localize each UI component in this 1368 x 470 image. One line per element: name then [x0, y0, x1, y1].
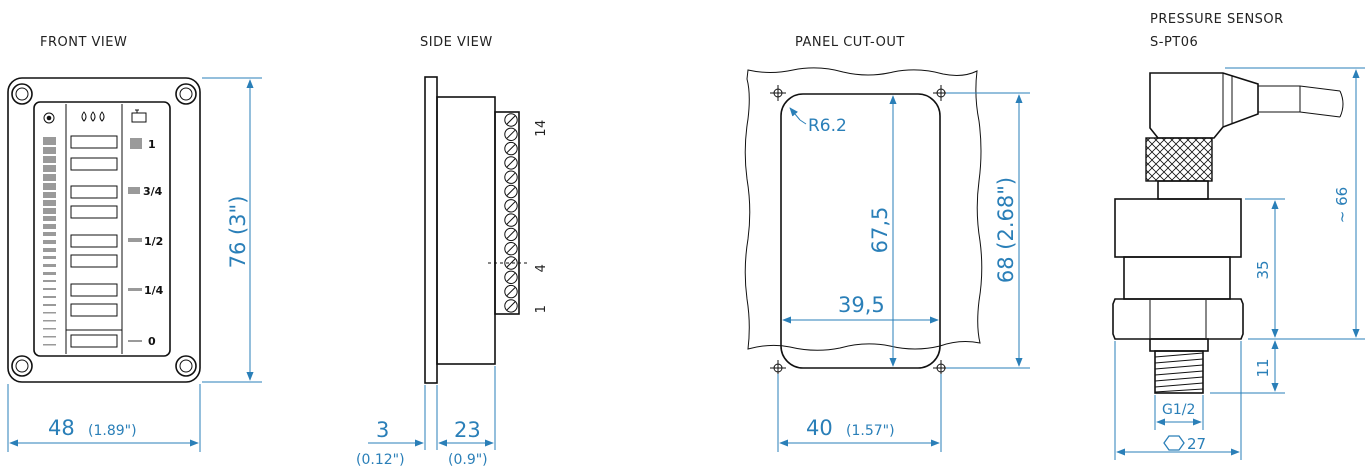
- sensor-connector: [1149, 72, 1259, 139]
- terminal-screw: [504, 199, 518, 213]
- terminal-screw-slot: [506, 230, 516, 239]
- terminal-screw-slot: [506, 244, 516, 254]
- terminal-screw: [504, 227, 518, 242]
- side-bezel: [424, 76, 438, 384]
- cutout-inner-width: 39,5: [838, 293, 885, 317]
- terminal-screw: [504, 141, 518, 156]
- cutout-outer-height: 68 (2.68"): [994, 177, 1018, 283]
- terminal-label-bottom: 1: [534, 305, 549, 314]
- sun-icon: [43, 112, 55, 124]
- terminal-block: [494, 111, 520, 315]
- panel-outline: [744, 67, 983, 351]
- terminal-screw: [504, 242, 518, 256]
- cutout-outer-width: 40: [806, 416, 833, 440]
- sensor-title: PRESSURE SENSOR: [1150, 12, 1284, 27]
- cutout-radius: R6.2: [808, 116, 847, 136]
- terminal-screw-slot: [506, 129, 516, 139]
- terminal-label-top: 14: [534, 119, 549, 137]
- terminal-screw: [504, 113, 518, 127]
- terminal-label-mid: 4: [534, 264, 549, 273]
- front-width-dimension-inches: (1.89"): [88, 423, 137, 439]
- terminal-screw: [504, 127, 518, 142]
- pressure-sensor-view: PRESSURE SENSOR S-PT06 ~ 66 35: [1112, 12, 1365, 460]
- terminal-screw-slot: [506, 158, 516, 168]
- side-view-title: SIDE VIEW: [420, 35, 493, 50]
- level-label-empty: 0: [148, 335, 156, 348]
- knurled-nut: [1145, 137, 1213, 182]
- terminal-screw: [504, 170, 518, 184]
- front-display-panel: [33, 101, 171, 357]
- side-depth-b: 23: [454, 418, 481, 442]
- terminal-screw: [504, 213, 518, 227]
- bar-graph-segments: [43, 137, 56, 346]
- sensor-cable: [1258, 85, 1341, 118]
- terminal-screw-slot: [506, 301, 516, 311]
- tank-icon: [131, 109, 147, 123]
- terminal-screw: [504, 270, 518, 284]
- sensor-body: [1114, 198, 1242, 258]
- front-width-dimension: 48: [48, 416, 75, 440]
- level-label-quarter: 1/4: [144, 284, 164, 297]
- front-height-dimension: 76 (3"): [226, 196, 250, 269]
- side-depth-a: 3: [376, 418, 389, 442]
- sensor-thread-length: 11: [1254, 358, 1272, 377]
- front-view-title: FRONT VIEW: [40, 35, 127, 50]
- side-depth-a-inches: (0.12"): [356, 452, 405, 468]
- hex-symbol-icon: [1163, 435, 1185, 451]
- terminal-screw-slot: [506, 172, 516, 182]
- level-label-half: 1/2: [144, 235, 163, 248]
- terminal-screw: [504, 256, 518, 270]
- cutout-holes: [770, 85, 949, 376]
- front-view: FRONT VIEW: [7, 35, 262, 452]
- thread-section: [1154, 350, 1204, 394]
- terminal-screw-slot: [506, 115, 516, 125]
- sensor-model: S-PT06: [1150, 35, 1198, 50]
- terminal-screw: [504, 156, 518, 170]
- led-windows: [70, 135, 118, 348]
- terminal-screw-slot: [506, 272, 516, 282]
- water-drops-icon: [81, 111, 105, 122]
- level-label-three-quarter: 3/4: [143, 185, 163, 198]
- sensor-body-length: 35: [1254, 260, 1272, 279]
- cutout-inner-height: 67,5: [868, 207, 892, 254]
- terminal-screw: [504, 284, 518, 299]
- panel-cutout-view: PANEL CUT-OUT R6.2 67,5 39,5 68 (2.68") …: [744, 35, 1030, 452]
- terminal-screw: [504, 184, 518, 199]
- terminal-screws: [504, 113, 518, 313]
- terminal-screw-slot: [506, 215, 516, 225]
- terminal-screw-slot: [506, 187, 516, 196]
- side-housing: [436, 96, 496, 365]
- cutout-title: PANEL CUT-OUT: [795, 35, 905, 50]
- hex-nut: [1112, 298, 1244, 340]
- terminal-screw-slot: [506, 201, 516, 211]
- terminal-screw-slot: [506, 144, 516, 153]
- side-view: SIDE VIEW 14 4 1 3 (0.12") 23 (0.9"): [356, 35, 549, 468]
- sensor-overall-length: ~ 66: [1333, 187, 1351, 223]
- terminal-screw: [504, 299, 518, 313]
- cutout-outer-width-inches: (1.57"): [846, 423, 895, 439]
- level-indicators: 1 3/4 1/2 1/4 0: [128, 138, 164, 348]
- terminal-screw-slot: [506, 287, 516, 296]
- sensor-hex-size: 27: [1187, 435, 1206, 453]
- cutout-rectangle: [780, 93, 941, 369]
- sensor-thread-size: G1/2: [1162, 402, 1195, 418]
- front-bezel: [7, 77, 201, 383]
- side-depth-b-inches: (0.9"): [448, 452, 488, 468]
- terminal-screw-slot: [506, 258, 516, 268]
- level-label-full: 1: [148, 138, 156, 151]
- mounting-holes: [11, 83, 197, 377]
